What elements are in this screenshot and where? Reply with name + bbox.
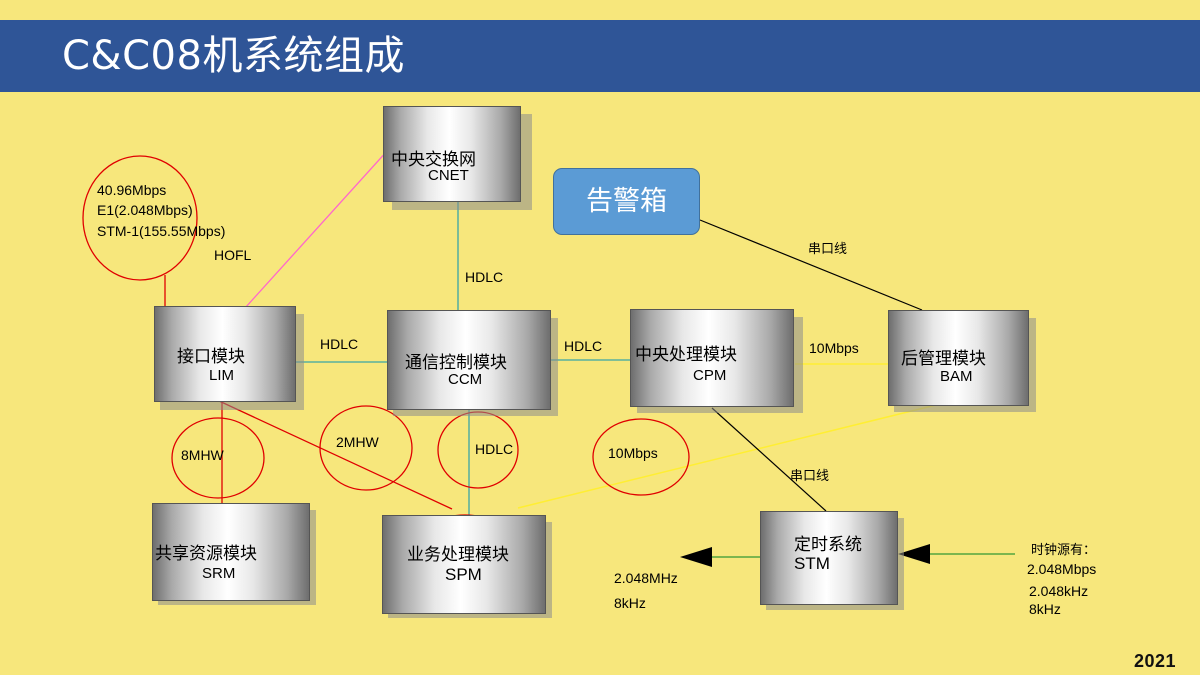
cnet-en-label: CNET (428, 167, 469, 184)
stm-output-label-2: 8kHz (614, 595, 646, 611)
stm-cn-label: 定时系统 (794, 535, 862, 555)
circle-rates (82, 155, 198, 281)
rates-label-1: 40.96Mbps (97, 182, 167, 198)
cpm-cn-label: 中央处理模块 (635, 345, 737, 365)
serial-cpm-stm-label: 串口线 (790, 469, 830, 484)
cpm-module[interactable]: 中央处理模块 CPM (630, 309, 794, 407)
ccm-module[interactable]: 通信控制模块 CCM (387, 310, 551, 410)
mbps-cpm-bam-label: 10Mbps (809, 340, 859, 356)
circle-8mhw (171, 417, 265, 499)
link-spm-bam (517, 401, 949, 509)
arrow-stm-output (680, 547, 712, 567)
circle-2mhw (319, 405, 413, 491)
hdlc-ccm-spm-label: HDLC (475, 441, 514, 457)
clock-source-3: 8kHz (1029, 601, 1061, 617)
mbps-spm-bam-label: 10Mbps (608, 445, 658, 461)
lim-cn-label: 接口模块 (177, 347, 245, 367)
arrow-clock-input (898, 544, 930, 564)
clock-source-1: 2.048Mbps (1027, 561, 1097, 577)
stm-en-label: STM (794, 554, 830, 573)
link-alarm-bam (699, 219, 923, 311)
stm-module[interactable]: 定时系统 STM (760, 511, 898, 605)
alarm-box[interactable]: 告警箱 (553, 168, 700, 235)
rates-label-3: STM-1(155.55Mbps) (97, 223, 226, 239)
bam-cn-label: 后管理模块 (901, 349, 986, 369)
bam-en-label: BAM (940, 368, 973, 385)
cnet-module[interactable]: 中央交换网 CNET (383, 106, 521, 202)
spm-en-label: SPM (445, 565, 482, 584)
year-label: 2021 (1134, 651, 1177, 671)
hdlc-ccm-cpm-label: HDLC (564, 338, 603, 354)
lim-module[interactable]: 接口模块 LIM (154, 306, 296, 402)
spm-module[interactable]: 业务处理模块 SPM (382, 515, 546, 614)
bam-module[interactable]: 后管理模块 BAM (888, 310, 1029, 406)
spm-cn-label: 业务处理模块 (407, 545, 509, 565)
srm-en-label: SRM (202, 565, 236, 582)
srm-module[interactable]: 共享资源模块 SRM (152, 503, 310, 601)
hdlc-lim-ccm-label: HDLC (320, 336, 359, 352)
page-title: C&C08机系统组成 (62, 33, 405, 79)
link-lim-cnet (244, 149, 389, 309)
link-cpm-stm (711, 407, 827, 512)
header-bar: C&C08机系统组成 (0, 20, 1200, 92)
hofl-label: HOFL (214, 247, 252, 263)
cnet-cn-label: 中央交换网 (391, 150, 476, 170)
lim-en-label: LIM (209, 367, 235, 384)
ccm-en-label: CCM (448, 371, 483, 388)
clock-source-2: 2.048kHz (1029, 583, 1089, 599)
serial-alarm-bam-label: 串口线 (808, 242, 848, 257)
rates-label-2: E1(2.048Mbps) (97, 202, 193, 218)
clock-source-title: 时钟源有： (1031, 543, 1097, 558)
link-lim-spm (216, 399, 453, 510)
circle-10mbps (592, 418, 690, 496)
mhw2-label: 2MHW (336, 434, 379, 450)
cpm-en-label: CPM (693, 367, 727, 384)
srm-cn-label: 共享资源模块 (155, 544, 257, 564)
stm-output-label-1: 2.048MHz (614, 570, 678, 586)
mhw8-label: 8MHW (181, 447, 224, 463)
hdlc-cnet-ccm-label: HDLC (465, 269, 504, 285)
ccm-cn-label: 通信控制模块 (405, 353, 507, 373)
